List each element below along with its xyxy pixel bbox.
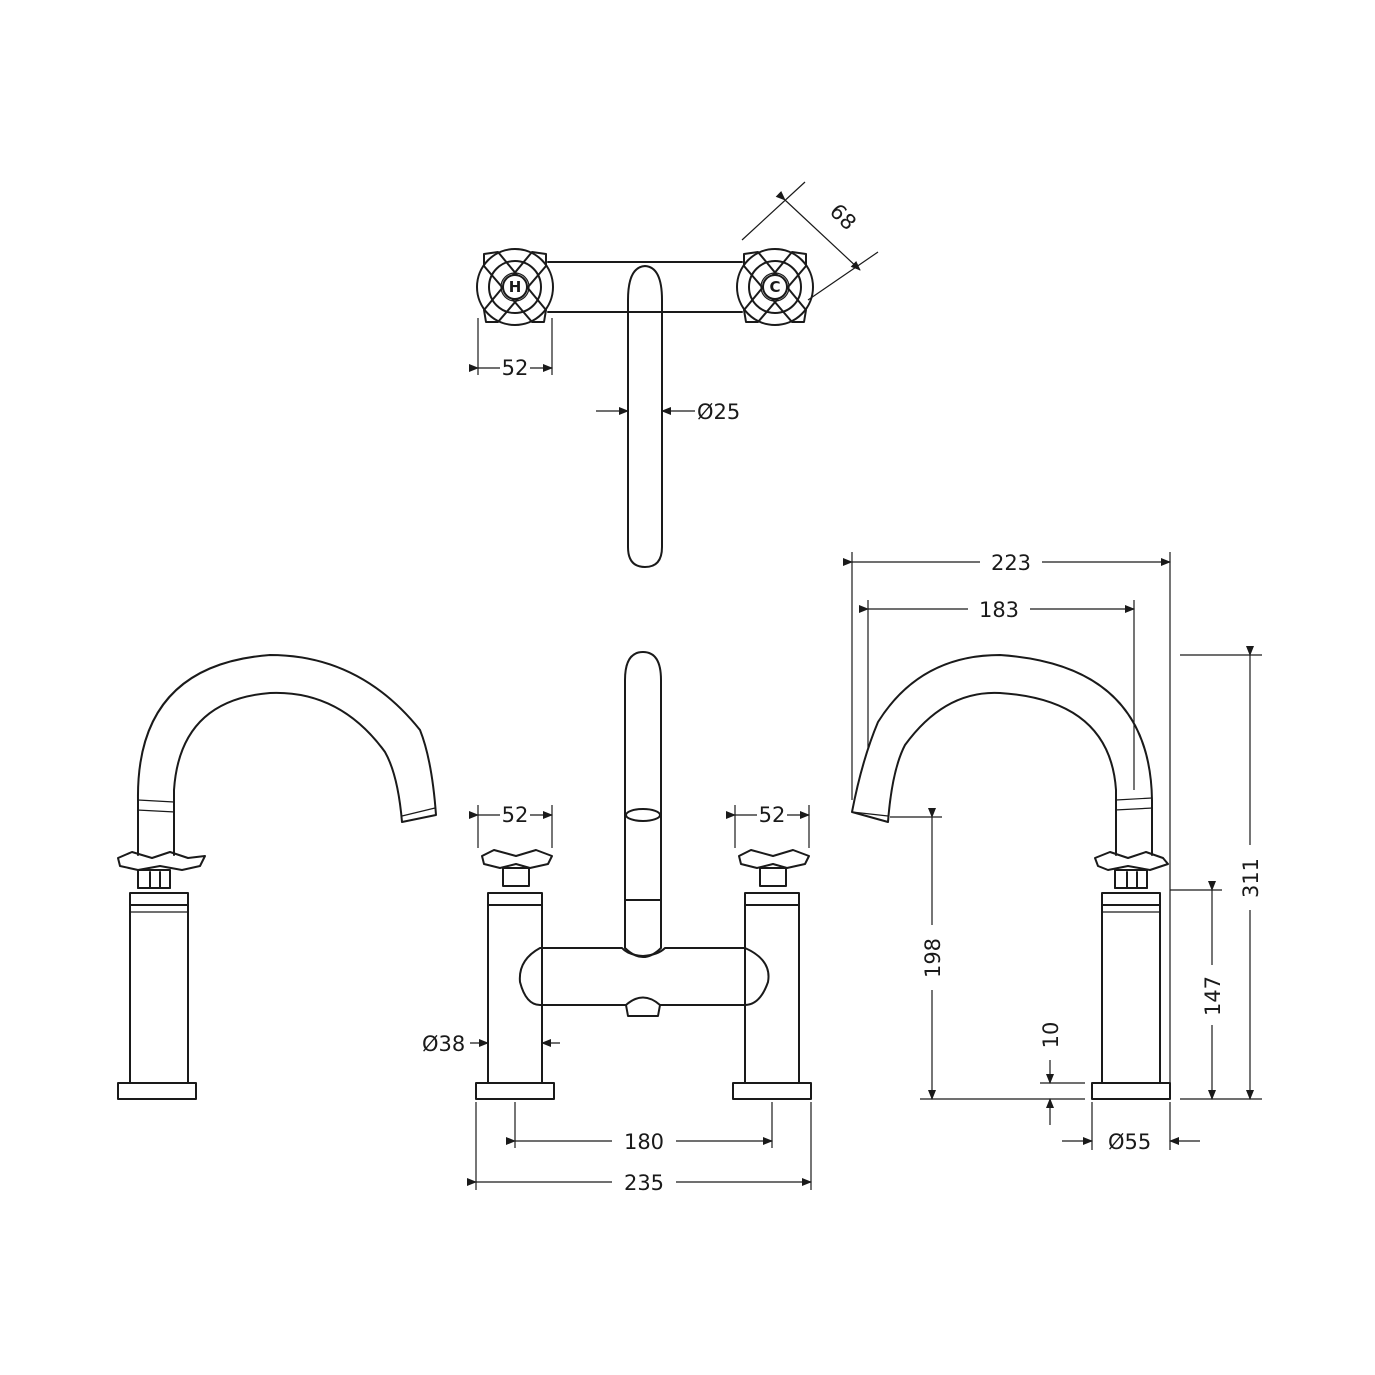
- dim-front-handle-right: 52: [726, 803, 810, 848]
- top-view: H C 68 52: [469, 181, 879, 568]
- left-base: [117, 1082, 197, 1100]
- svg-text:Ø38: Ø38: [422, 1032, 465, 1056]
- left-side-view: [117, 654, 437, 1100]
- front-spout: [624, 651, 662, 901]
- dim-side-reach-inner: 183: [859, 598, 1135, 790]
- dim-side-spout-height: 198: [890, 808, 1085, 1100]
- svg-text:198: 198: [921, 938, 945, 978]
- front-view: 52 52 Ø38 180 235: [422, 651, 812, 1195]
- hot-letter: H: [509, 278, 522, 296]
- dim-front-centres: 180: [506, 1102, 773, 1154]
- top-plate: [547, 261, 743, 313]
- front-right-pillar: [744, 892, 800, 1084]
- dim-side-base-dia: Ø55: [1062, 1102, 1200, 1154]
- left-body: [129, 892, 189, 1084]
- svg-text:52: 52: [502, 356, 529, 380]
- svg-text:183: 183: [979, 598, 1019, 622]
- front-left-pillar: [487, 892, 543, 1084]
- svg-text:311: 311: [1239, 858, 1263, 898]
- dim-top-spout-dia: Ø25: [596, 400, 740, 424]
- svg-text:52: 52: [759, 803, 786, 827]
- dim-top-handle-width: 52: [469, 318, 553, 380]
- svg-text:Ø25: Ø25: [697, 400, 740, 424]
- dim-front-body-dia: Ø38: [422, 1032, 560, 1056]
- cold-letter: C: [769, 278, 780, 296]
- dim-front-handle-left: 52: [469, 803, 553, 848]
- dim-side-handle-height: 147: [1170, 881, 1225, 1100]
- cold-handle-top: C: [736, 248, 814, 326]
- front-right-handle: [738, 849, 810, 869]
- svg-text:147: 147: [1201, 976, 1225, 1016]
- dim-side-reach: 223: [843, 551, 1171, 1099]
- hot-handle-top: H: [476, 248, 554, 326]
- front-left-handle: [481, 849, 553, 869]
- top-spout: [627, 265, 663, 568]
- right-base: [1091, 1082, 1171, 1100]
- dim-side-total-height: 311: [1180, 646, 1263, 1100]
- left-handle: [117, 851, 206, 871]
- svg-text:Ø55: Ø55: [1108, 1130, 1151, 1154]
- dim-front-overall-width: 235: [467, 1102, 812, 1195]
- right-side-view: 223 183 311 147: [843, 551, 1263, 1154]
- front-bridge: [518, 947, 770, 1006]
- svg-text:52: 52: [502, 803, 529, 827]
- svg-text:235: 235: [624, 1171, 664, 1195]
- left-spout: [136, 654, 437, 856]
- svg-text:68: 68: [825, 199, 861, 235]
- svg-text:10: 10: [1039, 1022, 1063, 1049]
- svg-text:180: 180: [624, 1130, 664, 1154]
- dim-side-base-height: 10: [1039, 1022, 1085, 1125]
- svg-text:223: 223: [991, 551, 1031, 575]
- right-spout: [851, 654, 1153, 856]
- right-body: [1101, 892, 1161, 1084]
- right-handle: [1094, 851, 1169, 871]
